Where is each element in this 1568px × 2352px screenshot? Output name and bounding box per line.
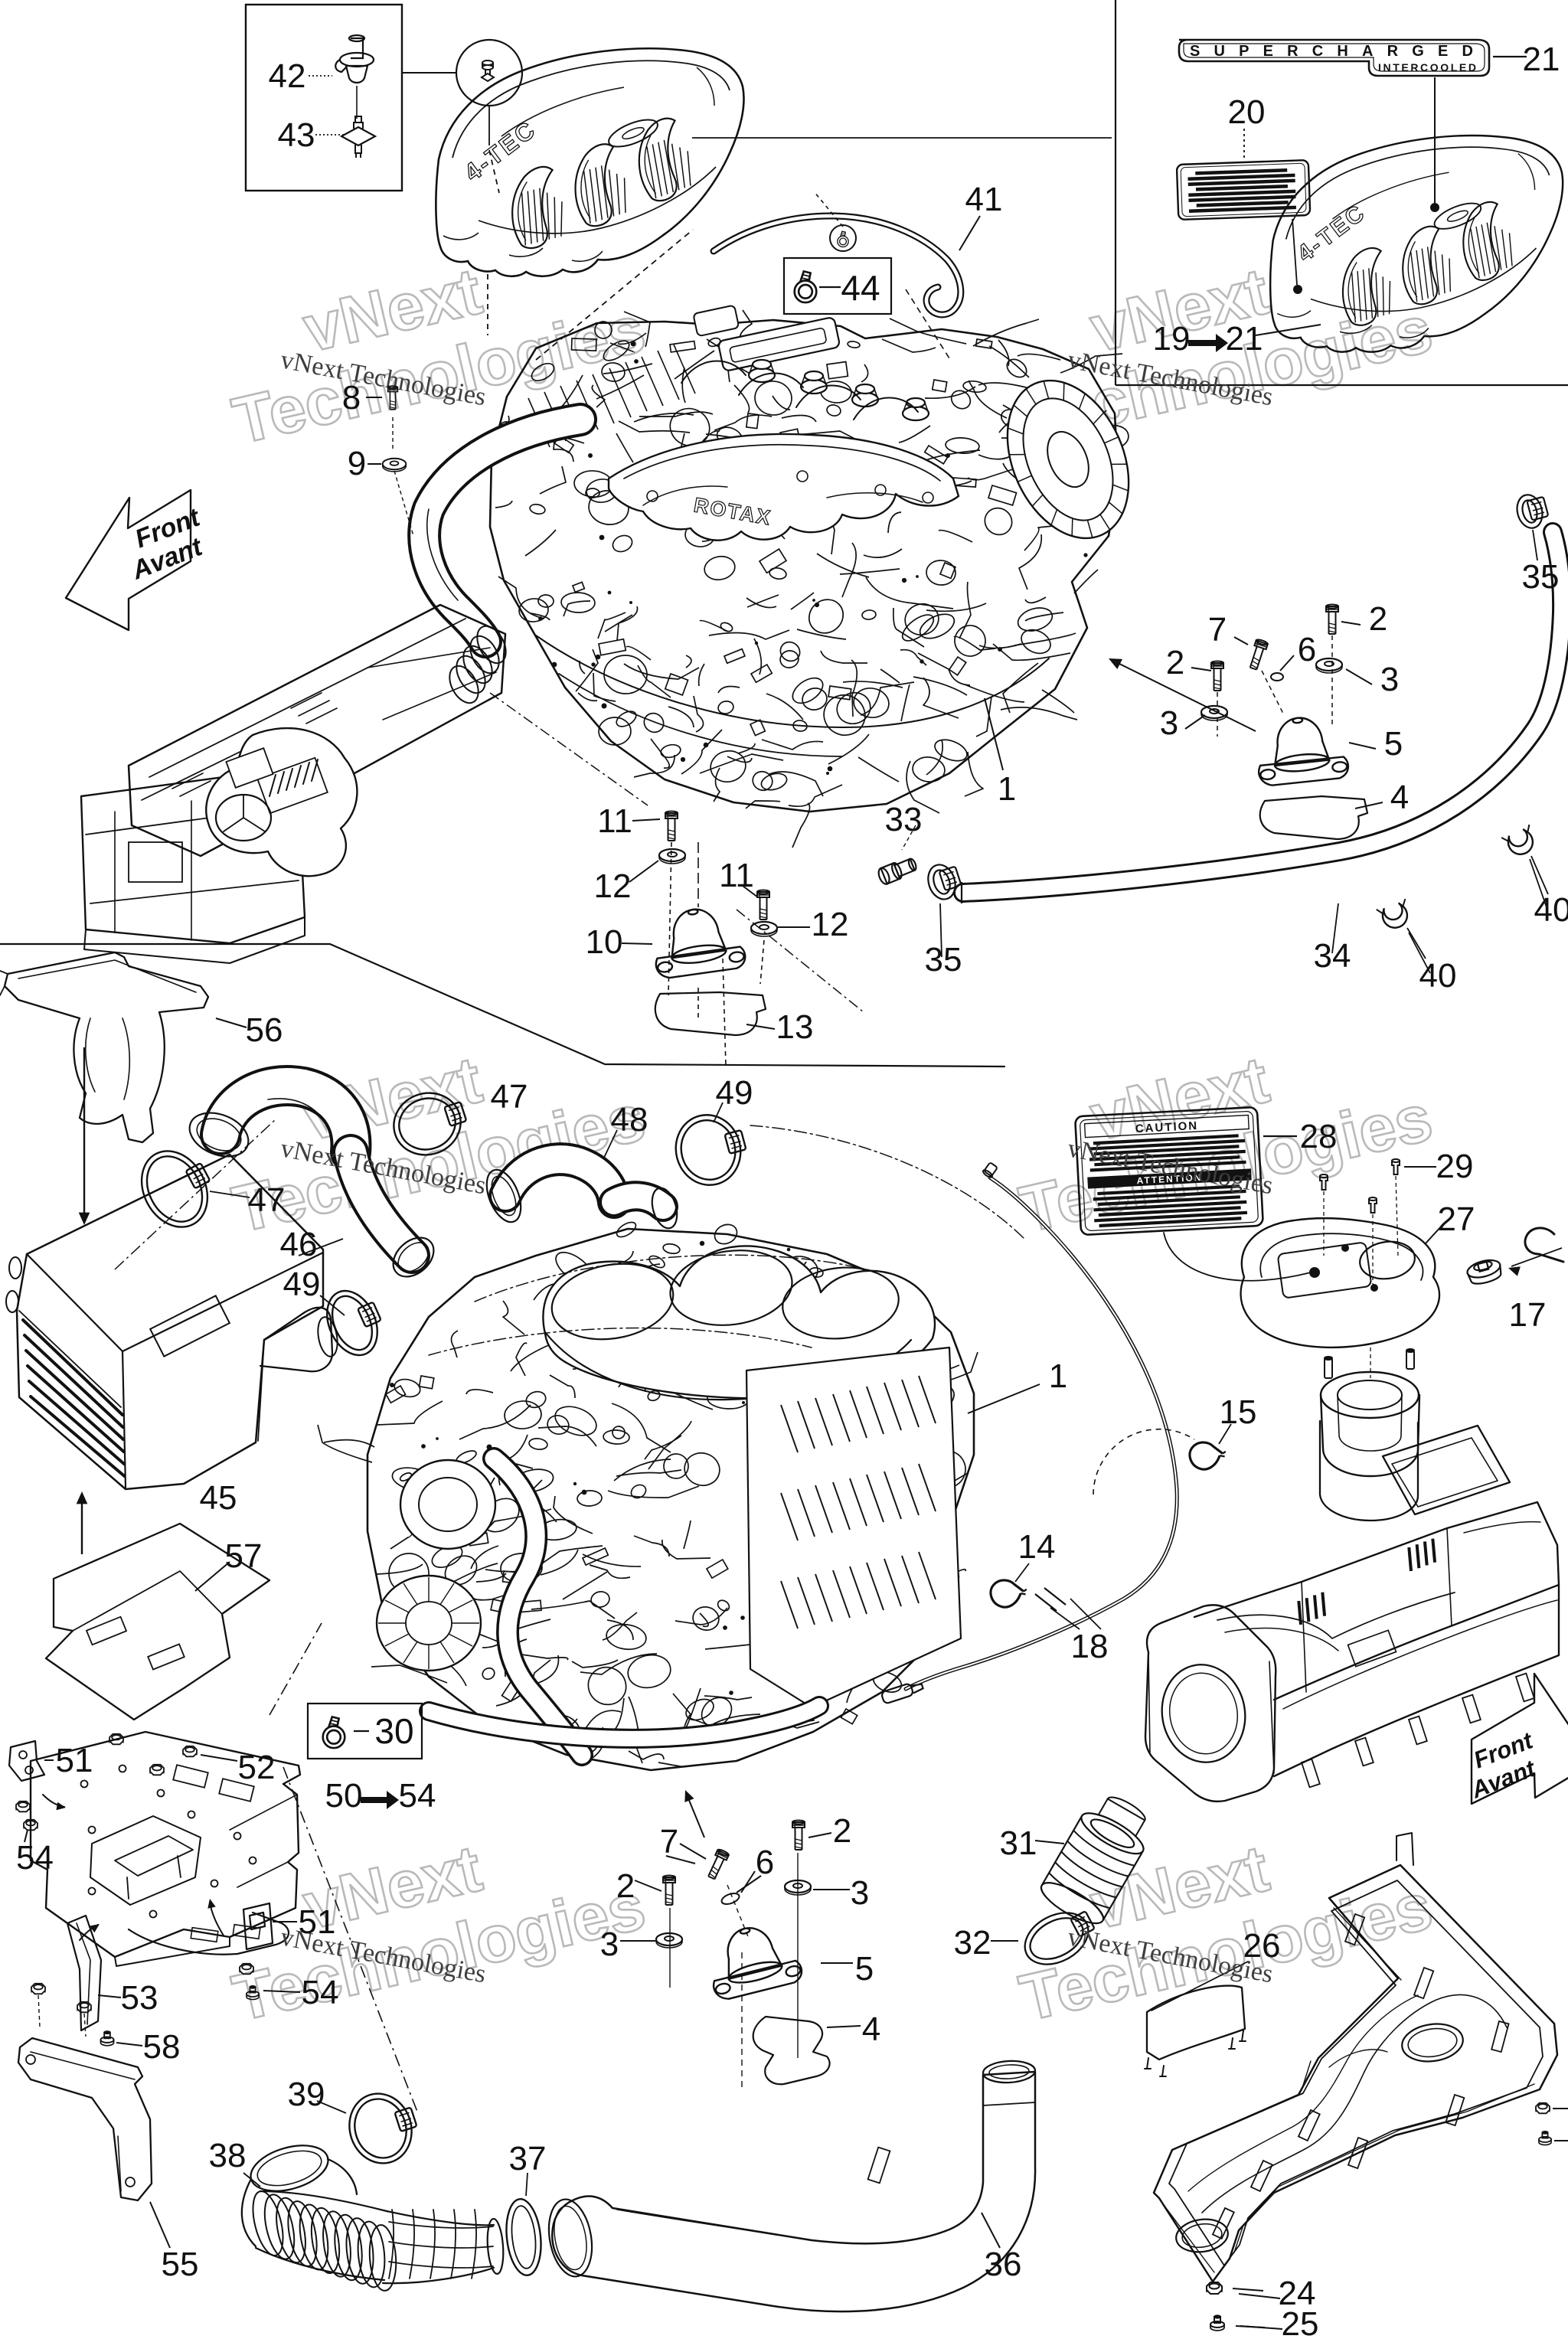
svg-text:26: 26 xyxy=(1243,1927,1281,1965)
svg-text:52: 52 xyxy=(238,1749,276,1786)
svg-text:25: 25 xyxy=(1282,2305,1319,2343)
svg-text:10: 10 xyxy=(586,923,623,961)
svg-text:11: 11 xyxy=(719,857,754,894)
svg-text:32: 32 xyxy=(954,1924,991,1962)
svg-text:15: 15 xyxy=(1220,1393,1257,1431)
svg-text:ATTENTION: ATTENTION xyxy=(1136,1172,1202,1186)
svg-text:28: 28 xyxy=(1300,1118,1338,1155)
svg-text:37: 37 xyxy=(509,2140,547,2177)
svg-text:INTERCOOLED: INTERCOOLED xyxy=(1378,61,1476,74)
svg-text:45: 45 xyxy=(200,1479,237,1517)
svg-text:3: 3 xyxy=(600,1926,619,1963)
svg-text:35: 35 xyxy=(925,941,962,978)
svg-text:2: 2 xyxy=(833,1812,851,1850)
svg-text:39: 39 xyxy=(288,2076,325,2113)
svg-text:14: 14 xyxy=(1018,1528,1056,1566)
svg-text:30: 30 xyxy=(374,1711,413,1751)
svg-text:54: 54 xyxy=(16,1839,54,1877)
svg-text:CAUTION: CAUTION xyxy=(1135,1119,1198,1135)
svg-text:4: 4 xyxy=(862,2011,880,2048)
svg-text:3: 3 xyxy=(851,1874,869,1912)
svg-text:48: 48 xyxy=(611,1101,648,1138)
svg-text:56: 56 xyxy=(246,1011,283,1049)
svg-text:36: 36 xyxy=(985,2246,1022,2283)
svg-text:12: 12 xyxy=(812,906,849,943)
svg-text:54: 54 xyxy=(302,1974,339,2011)
svg-text:47: 47 xyxy=(248,1181,286,1219)
svg-text:24: 24 xyxy=(1279,2275,1316,2312)
svg-text:4: 4 xyxy=(1390,779,1409,816)
svg-text:9: 9 xyxy=(348,445,366,482)
svg-text:51: 51 xyxy=(56,1742,93,1779)
svg-text:57: 57 xyxy=(225,1537,263,1575)
svg-text:54: 54 xyxy=(399,1777,436,1815)
svg-text:38: 38 xyxy=(209,2137,247,2174)
svg-text:20: 20 xyxy=(1228,93,1266,131)
svg-text:43: 43 xyxy=(278,116,315,154)
svg-text:18: 18 xyxy=(1071,1628,1109,1665)
svg-text:5: 5 xyxy=(855,1950,874,1988)
svg-text:50: 50 xyxy=(325,1777,363,1815)
svg-text:3: 3 xyxy=(1160,704,1178,742)
svg-text:34: 34 xyxy=(1314,937,1351,975)
svg-text:6: 6 xyxy=(756,1844,774,1881)
svg-text:29: 29 xyxy=(1436,1148,1474,1185)
svg-text:6: 6 xyxy=(1298,631,1316,668)
svg-text:17: 17 xyxy=(1509,1296,1547,1334)
svg-text:55: 55 xyxy=(162,2246,199,2283)
svg-text:21: 21 xyxy=(1226,320,1263,358)
svg-text:2: 2 xyxy=(616,1867,635,1905)
svg-text:47: 47 xyxy=(491,1078,528,1116)
svg-text:51: 51 xyxy=(299,1903,336,1941)
svg-text:8: 8 xyxy=(342,379,361,416)
svg-text:21: 21 xyxy=(1523,41,1560,78)
svg-text:2: 2 xyxy=(1166,644,1184,681)
svg-text:58: 58 xyxy=(143,2028,181,2066)
svg-text:7: 7 xyxy=(1208,611,1227,648)
svg-text:41: 41 xyxy=(965,181,1003,218)
svg-text:27: 27 xyxy=(1438,1200,1475,1238)
svg-text:2: 2 xyxy=(1369,600,1387,638)
svg-text:19: 19 xyxy=(1153,320,1191,358)
svg-text:12: 12 xyxy=(594,867,632,905)
svg-text:11: 11 xyxy=(597,802,632,840)
svg-text:7: 7 xyxy=(660,1823,678,1860)
svg-text:13: 13 xyxy=(776,1008,814,1046)
svg-text:5: 5 xyxy=(1384,725,1403,763)
svg-text:49: 49 xyxy=(283,1266,321,1303)
svg-text:35: 35 xyxy=(1522,558,1560,596)
svg-text:42: 42 xyxy=(269,57,306,95)
svg-text:33: 33 xyxy=(885,801,923,838)
svg-text:49: 49 xyxy=(716,1074,753,1112)
svg-text:46: 46 xyxy=(280,1226,318,1263)
svg-text:1: 1 xyxy=(998,770,1016,808)
svg-text:31: 31 xyxy=(1000,1824,1037,1862)
svg-text:3: 3 xyxy=(1380,661,1399,698)
svg-text:1: 1 xyxy=(1049,1357,1067,1395)
svg-text:44: 44 xyxy=(841,268,880,308)
svg-text:53: 53 xyxy=(121,1979,158,2017)
svg-text:40: 40 xyxy=(1534,891,1568,929)
